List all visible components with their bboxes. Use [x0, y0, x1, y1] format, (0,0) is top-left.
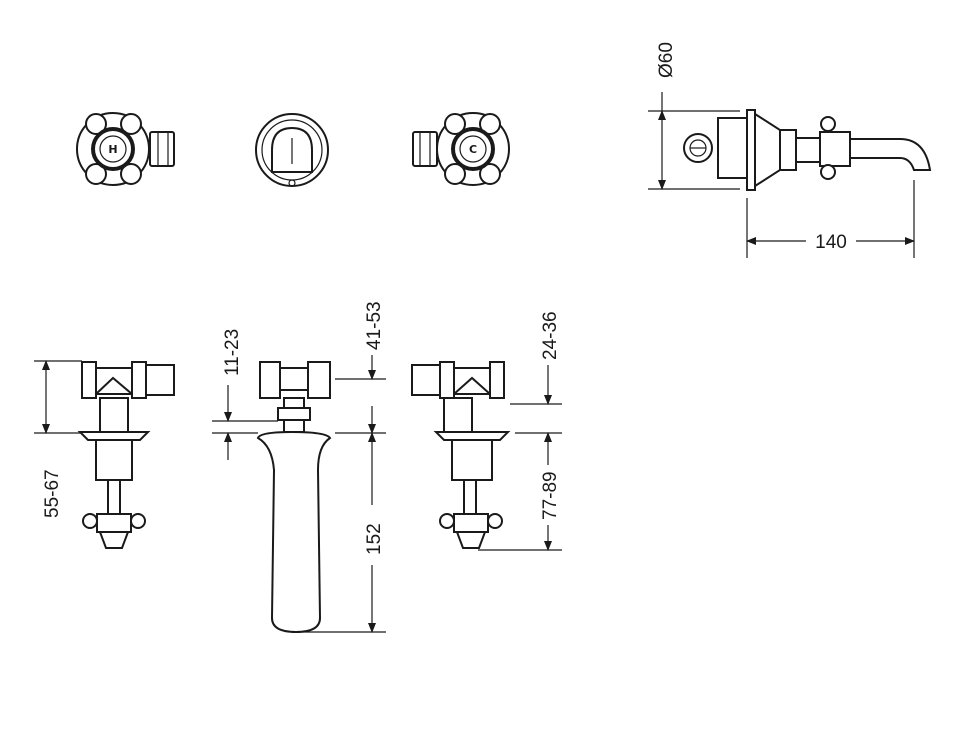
- cold-mark: C: [469, 143, 477, 156]
- hot-valve-height-label: 55-67: [42, 469, 63, 518]
- diameter-label: Ø60: [656, 42, 677, 78]
- projection-label: 140: [815, 232, 847, 253]
- side-view: Ø60 140: [648, 42, 932, 258]
- nut-gap-label: 11-23: [222, 329, 243, 376]
- cold-valve-height-label: 77-89: [540, 471, 561, 520]
- hot-mark: H: [108, 143, 117, 156]
- connector-height-label: 41-53: [364, 301, 385, 350]
- hot-handle-top-view: H: [76, 112, 175, 186]
- cold-connector-label: 24-36: [540, 311, 561, 360]
- cold-handle-top-view: C: [412, 112, 510, 186]
- spout-top-view: [255, 113, 329, 187]
- cold-valve-front-view: 24-36 77-89: [411, 311, 562, 551]
- spout-front-view: 11-23 41-53 152: [212, 301, 386, 634]
- hot-valve-front-view: 55-67: [34, 360, 175, 549]
- spout-length-label: 152: [364, 523, 385, 555]
